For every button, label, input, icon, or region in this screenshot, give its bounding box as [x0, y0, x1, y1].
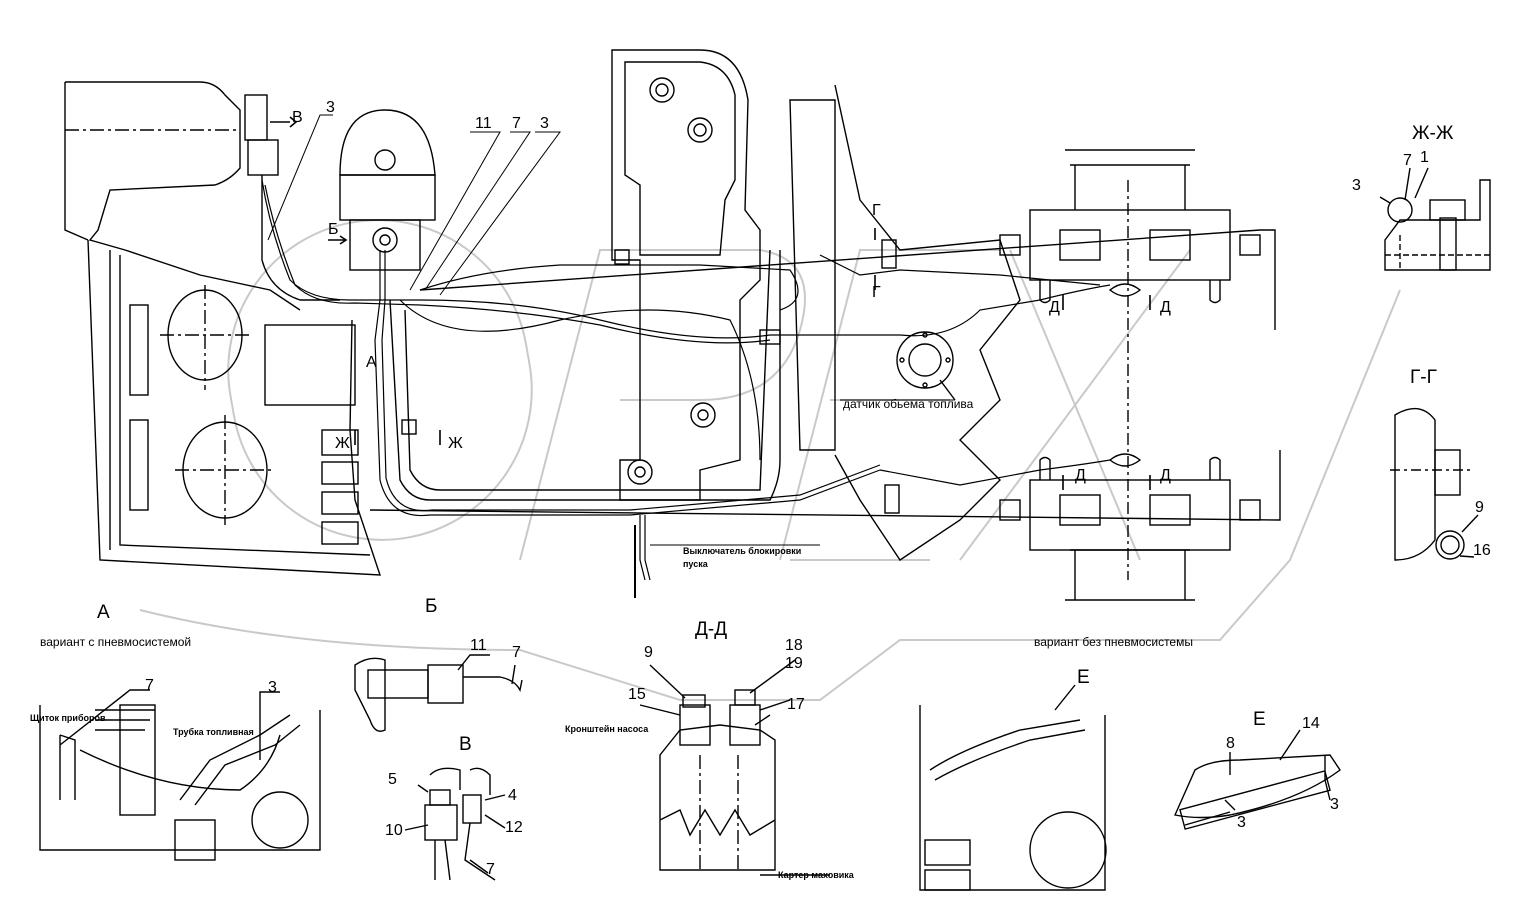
callout-7-a: 7 — [145, 677, 154, 694]
view-e-detail — [919, 684, 1107, 891]
callout-16-g: 16 — [1473, 542, 1491, 559]
view-title-b: Б — [425, 596, 438, 617]
callout-11-b: 11 — [470, 637, 487, 654]
view-b — [354, 654, 523, 732]
marker-d-lower-right: Д — [1160, 467, 1171, 484]
callout-14-e: 14 — [1302, 715, 1320, 732]
callout-3-a: 3 — [268, 679, 277, 696]
marker-zh-right: Ж — [448, 435, 463, 452]
marker-d-upper-left: Д — [1049, 299, 1060, 316]
frame-rails — [369, 229, 1281, 521]
callout-9-d: 9 — [644, 644, 653, 661]
callout-3-top-right: 3 — [540, 115, 549, 132]
callout-4-v: 4 — [508, 787, 517, 804]
callout-7-b: 7 — [512, 644, 521, 661]
callout-11-top: 11 — [475, 115, 492, 132]
marker-g-top: Г — [872, 202, 881, 219]
callout-7-v: 7 — [486, 861, 495, 878]
fuel-volume-sensor — [896, 331, 956, 401]
axle-lower — [999, 456, 1261, 601]
axle-upper — [999, 149, 1261, 580]
marker-v-arrow: В — [292, 109, 303, 126]
callout-7-top: 7 — [512, 115, 521, 132]
callout-15-d: 15 — [628, 686, 646, 703]
callout-10-v: 10 — [385, 822, 403, 839]
view-title-zh-zh: Ж-Ж — [1412, 123, 1454, 144]
callout-17-d: 17 — [787, 696, 805, 713]
view-title-a: А — [97, 602, 110, 623]
start-lock-switch-caption-2: пуска — [683, 559, 708, 569]
section-markers — [270, 116, 1151, 490]
view-title-v: В — [459, 734, 472, 755]
fuel-sensor-caption: датчик обьема топлива — [843, 397, 974, 411]
callout-18-d: 18 — [785, 637, 803, 654]
view-zh-zh — [1379, 167, 1491, 271]
variant-pneumatic-caption: вариант с пневмосистемой — [40, 635, 192, 649]
view-d-d — [639, 659, 830, 876]
marker-zh-left: Ж — [335, 435, 350, 452]
marker-g-bottom: Г — [872, 284, 881, 301]
callout-9-g: 9 — [1475, 499, 1484, 516]
wire-harness — [261, 179, 1111, 598]
engine-bracket — [611, 49, 1021, 561]
callout-1-zh: 1 — [1420, 149, 1429, 166]
callout-3-e-bottom: 3 — [1237, 814, 1246, 831]
callout-3-zh: 3 — [1352, 177, 1361, 194]
start-lock-switch-caption-1: Выключатель блокировки — [683, 546, 802, 556]
callout-3-top: 3 — [326, 99, 335, 116]
callout-7-zh: 7 — [1403, 152, 1412, 169]
marker-d-lower-left: Д — [1075, 467, 1086, 484]
pump-bracket-caption: Кронштейн насоса — [565, 724, 649, 734]
view-a — [39, 689, 321, 861]
marker-a: А — [366, 354, 377, 371]
callout-12-v: 12 — [505, 819, 523, 836]
callout-5-v: 5 — [388, 771, 397, 788]
callout-19-d: 19 — [785, 655, 803, 672]
dashboard-bracket-caption: Щиток приборов — [30, 713, 106, 723]
watermark — [139, 219, 1401, 701]
cab-frame — [64, 81, 381, 576]
marker-b-arrow: Б — [328, 221, 339, 238]
variant-no-pneumatic-caption: вариант без пневмосистемы — [1034, 635, 1193, 649]
marker-e-detail: Е — [1077, 667, 1090, 688]
callout-8-e: 8 — [1226, 735, 1235, 752]
fuel-pipe-caption: Трубка топливная — [173, 727, 254, 737]
harness-clamps — [401, 239, 1142, 514]
view-e — [1174, 729, 1341, 830]
view-title-d-d: Д-Д — [695, 619, 728, 640]
view-v — [404, 767, 506, 881]
view-title-e: Е — [1253, 709, 1266, 730]
view-g-g — [1390, 407, 1479, 561]
view-title-g-g: Г-Г — [1410, 367, 1437, 388]
air-receiver — [244, 94, 436, 301]
leaders-main — [267, 114, 955, 546]
marker-d-upper-right: Д — [1160, 299, 1171, 316]
callout-3-e-right: 3 — [1330, 796, 1339, 813]
flywheel-housing-caption: Картер маховика — [778, 870, 854, 880]
